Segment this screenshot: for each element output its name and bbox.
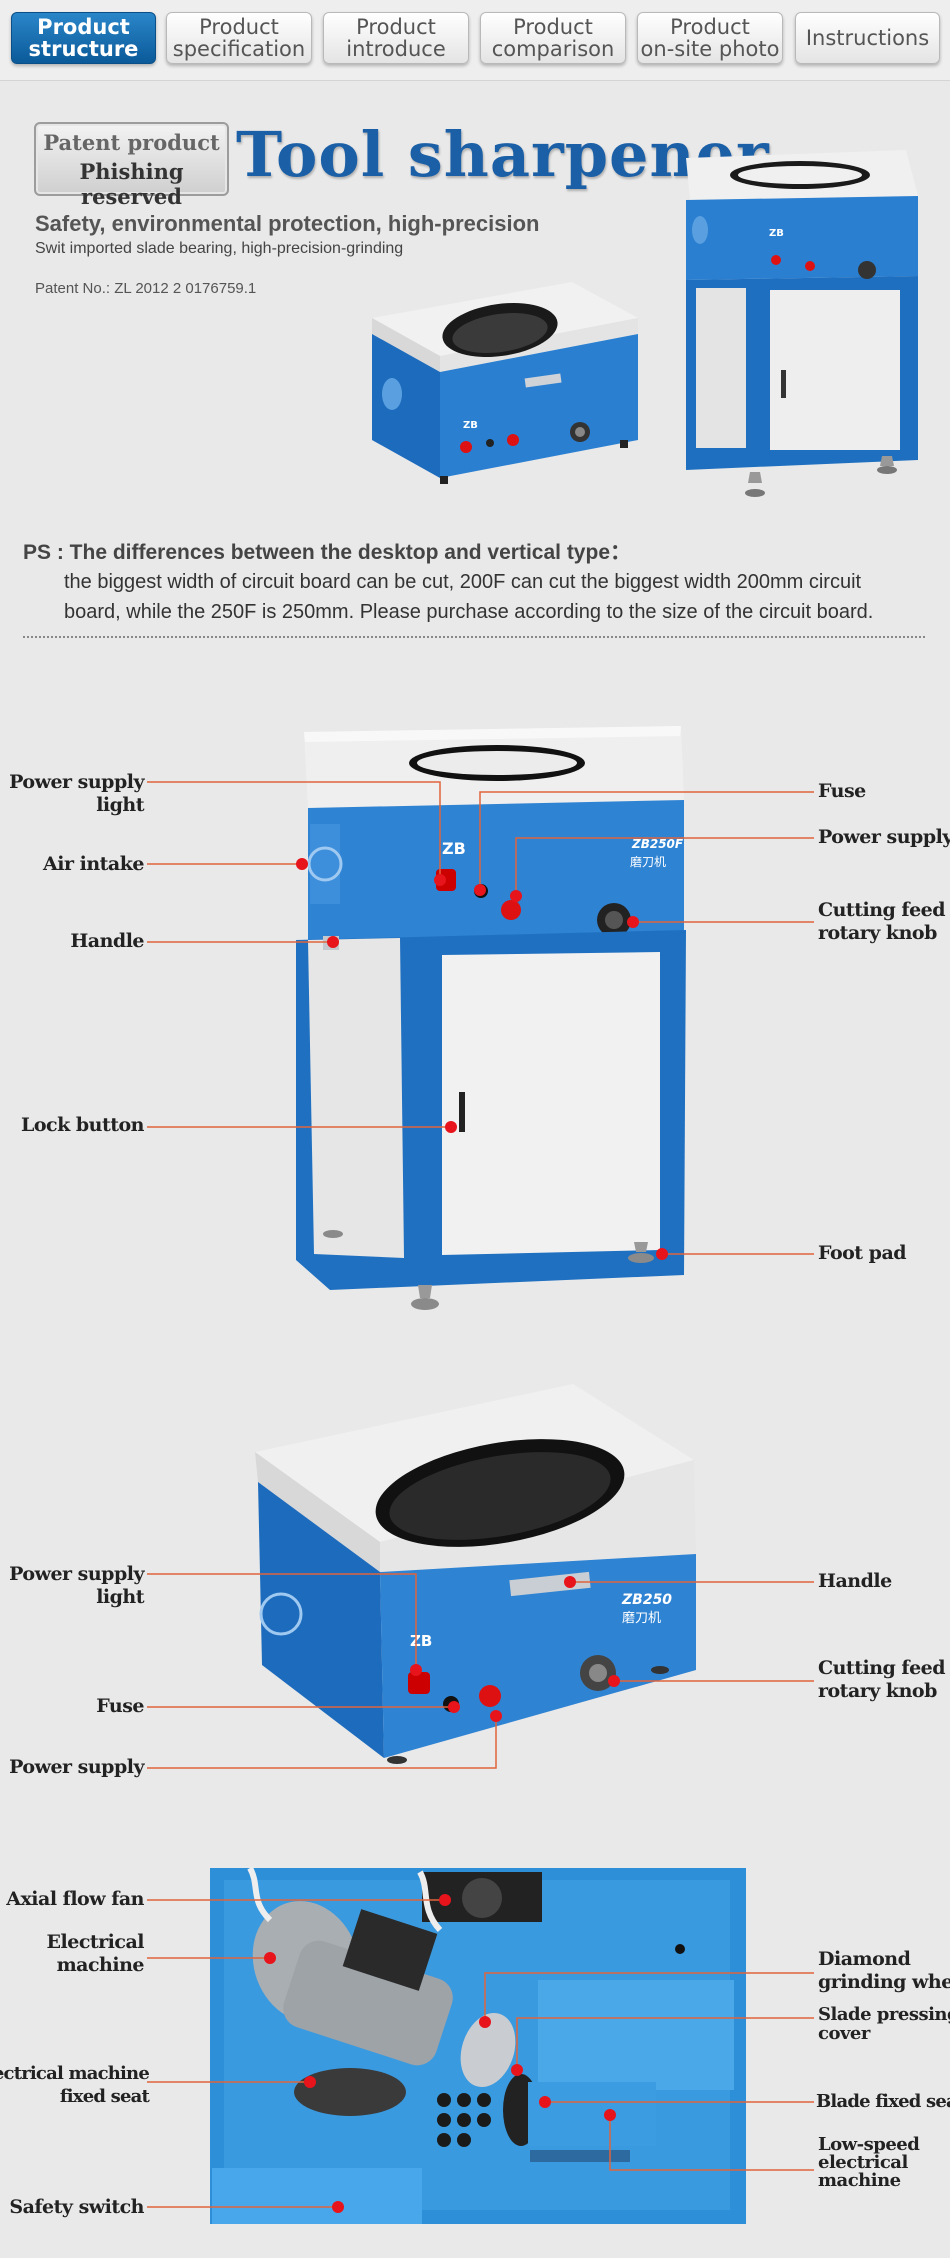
vertical-diagram-model-cn: 磨刀机 xyxy=(630,855,666,869)
label-line: Cutting feed xyxy=(818,899,946,921)
label-line: Power supply xyxy=(9,1563,144,1585)
label-cutting-feed-knob: Cutting feed rotary knob xyxy=(818,1657,946,1703)
label-line: Low-speed xyxy=(818,2134,920,2155)
page-title: Tool sharpener xyxy=(236,118,770,191)
label-line: electrical xyxy=(818,2152,908,2173)
label-safety-switch: Safety switch xyxy=(9,2196,144,2218)
label-line: machine xyxy=(818,2170,901,2191)
label-air-intake: Air intake xyxy=(43,853,144,875)
tab-product-specification[interactable]: Product specification xyxy=(166,12,312,64)
tab-label: Product xyxy=(670,15,750,39)
label-lock-button: Lock button xyxy=(20,1114,145,1136)
label-line: Electrical xyxy=(46,1931,145,1953)
tab-product-structure[interactable]: Product structure xyxy=(11,12,156,64)
label-slade-pressing-cover: Slade pressing cover xyxy=(818,2005,950,2043)
subtitle: Safety, environmental protection, high-p… xyxy=(35,211,540,236)
label-power-supply-light: Power supply light xyxy=(9,1563,144,1609)
label-line: fixed seat xyxy=(59,2086,150,2107)
label-line: light xyxy=(96,1586,144,1608)
label-cutting-feed-knob: Cutting feed rotary knob xyxy=(818,899,946,945)
label-line: Diamond xyxy=(818,1948,911,1970)
desktop-diagram-model: ZB250 xyxy=(621,1592,672,1608)
tab-instructions[interactable]: Instructions xyxy=(795,12,940,64)
label-line: Power supply xyxy=(9,771,144,793)
label-fuse: Fuse xyxy=(96,1695,144,1717)
vertical-markers xyxy=(296,858,668,1260)
label-power-supply: Power supply xyxy=(9,1756,144,1778)
label-blade-fixed-seat: Blade fixed seat xyxy=(816,2091,950,2112)
patent-badge: Patent product Phishing reserved xyxy=(34,122,229,209)
desktop-diagram-model-cn: 磨刀机 xyxy=(622,1611,661,1626)
label-line: machine xyxy=(56,1954,145,1976)
interior-diagram xyxy=(210,1866,746,2224)
ps-body: the biggest width of circuit board can b… xyxy=(64,571,874,623)
tab-label: Product xyxy=(513,15,593,39)
desktop-machine-image: ZB xyxy=(372,282,638,484)
label-low-speed-electrical-machine: Low-speed electrical machine xyxy=(818,2134,920,2191)
desktop-diagram-logo: ZB xyxy=(410,1632,432,1650)
vertical-leader-lines xyxy=(147,781,814,1255)
patent-number: Patent No.: ZL 2012 2 0176759.1 xyxy=(35,280,257,297)
label-line: rotary knob xyxy=(818,1680,937,1702)
ps-heading: PS : The differences between the desktop… xyxy=(23,541,631,564)
tab-label: comparison xyxy=(491,37,615,61)
label-fuse: Fuse xyxy=(818,780,866,802)
vertical-logo-text: ZB xyxy=(769,228,784,239)
label-power-supply-light: Power supply light xyxy=(9,771,144,817)
desktop-leader-lines xyxy=(147,1573,814,1769)
interior-leader-lines xyxy=(147,1899,814,2208)
tab-product-onsite-photo[interactable]: Product on-site photo xyxy=(637,12,783,64)
tab-product-comparison[interactable]: Product comparison xyxy=(480,12,626,64)
tab-label: Instructions xyxy=(805,26,930,50)
label-axial-flow-fan: Axial flow fan xyxy=(6,1888,144,1910)
label-handle: Handle xyxy=(70,930,144,952)
label-line: cover xyxy=(818,2023,870,2044)
vertical-diagram-model: ZB250F xyxy=(631,837,684,851)
divider xyxy=(23,636,925,638)
badge-line: Patent product xyxy=(43,130,220,155)
desktop-markers xyxy=(410,1576,620,1722)
tab-label: Product xyxy=(199,15,279,39)
badge-line: Phishing reserved xyxy=(79,159,184,209)
header-product-images: ZB ZB xyxy=(372,150,918,497)
label-line: Slade pressing xyxy=(818,2004,950,2025)
tab-label: Product xyxy=(356,15,436,39)
label-handle: Handle xyxy=(818,1570,892,1592)
desktop-logo-text: ZB xyxy=(463,420,478,431)
label-line: rotary knob xyxy=(818,922,937,944)
label-diamond-grinding-wheel: Diamond grinding wheel xyxy=(818,1948,950,1994)
vertical-machine-image: ZB xyxy=(686,150,918,497)
tab-label: on-site photo xyxy=(640,37,780,61)
tab-label: Product xyxy=(37,15,130,39)
label-line: Electrical machine xyxy=(0,2063,150,2084)
label-foot-pad: Foot pad xyxy=(818,1242,907,1264)
tab-bar: Product structure Product specification … xyxy=(0,0,950,81)
label-line: Cutting feed xyxy=(818,1657,946,1679)
label-electrical-machine: Electrical machine xyxy=(46,1931,145,1977)
tab-product-introduce[interactable]: Product introduce xyxy=(323,12,469,64)
label-line: grinding wheel xyxy=(818,1971,950,1993)
interior-markers xyxy=(264,1894,616,2213)
label-electrical-machine-fixed-seat: Electrical machine fixed seat xyxy=(0,2062,150,2108)
label-line: light xyxy=(96,794,144,816)
subline: Swit imported slade bearing, high-precis… xyxy=(35,240,404,257)
tab-label: structure xyxy=(28,37,139,61)
vertical-machine-diagram: ZB ZB250F 磨刀机 xyxy=(296,726,686,1310)
tab-label: specification xyxy=(172,37,306,61)
label-power-supply: Power supply xyxy=(818,826,950,848)
vertical-diagram-logo: ZB xyxy=(442,839,466,858)
tab-label: introduce xyxy=(346,37,446,61)
